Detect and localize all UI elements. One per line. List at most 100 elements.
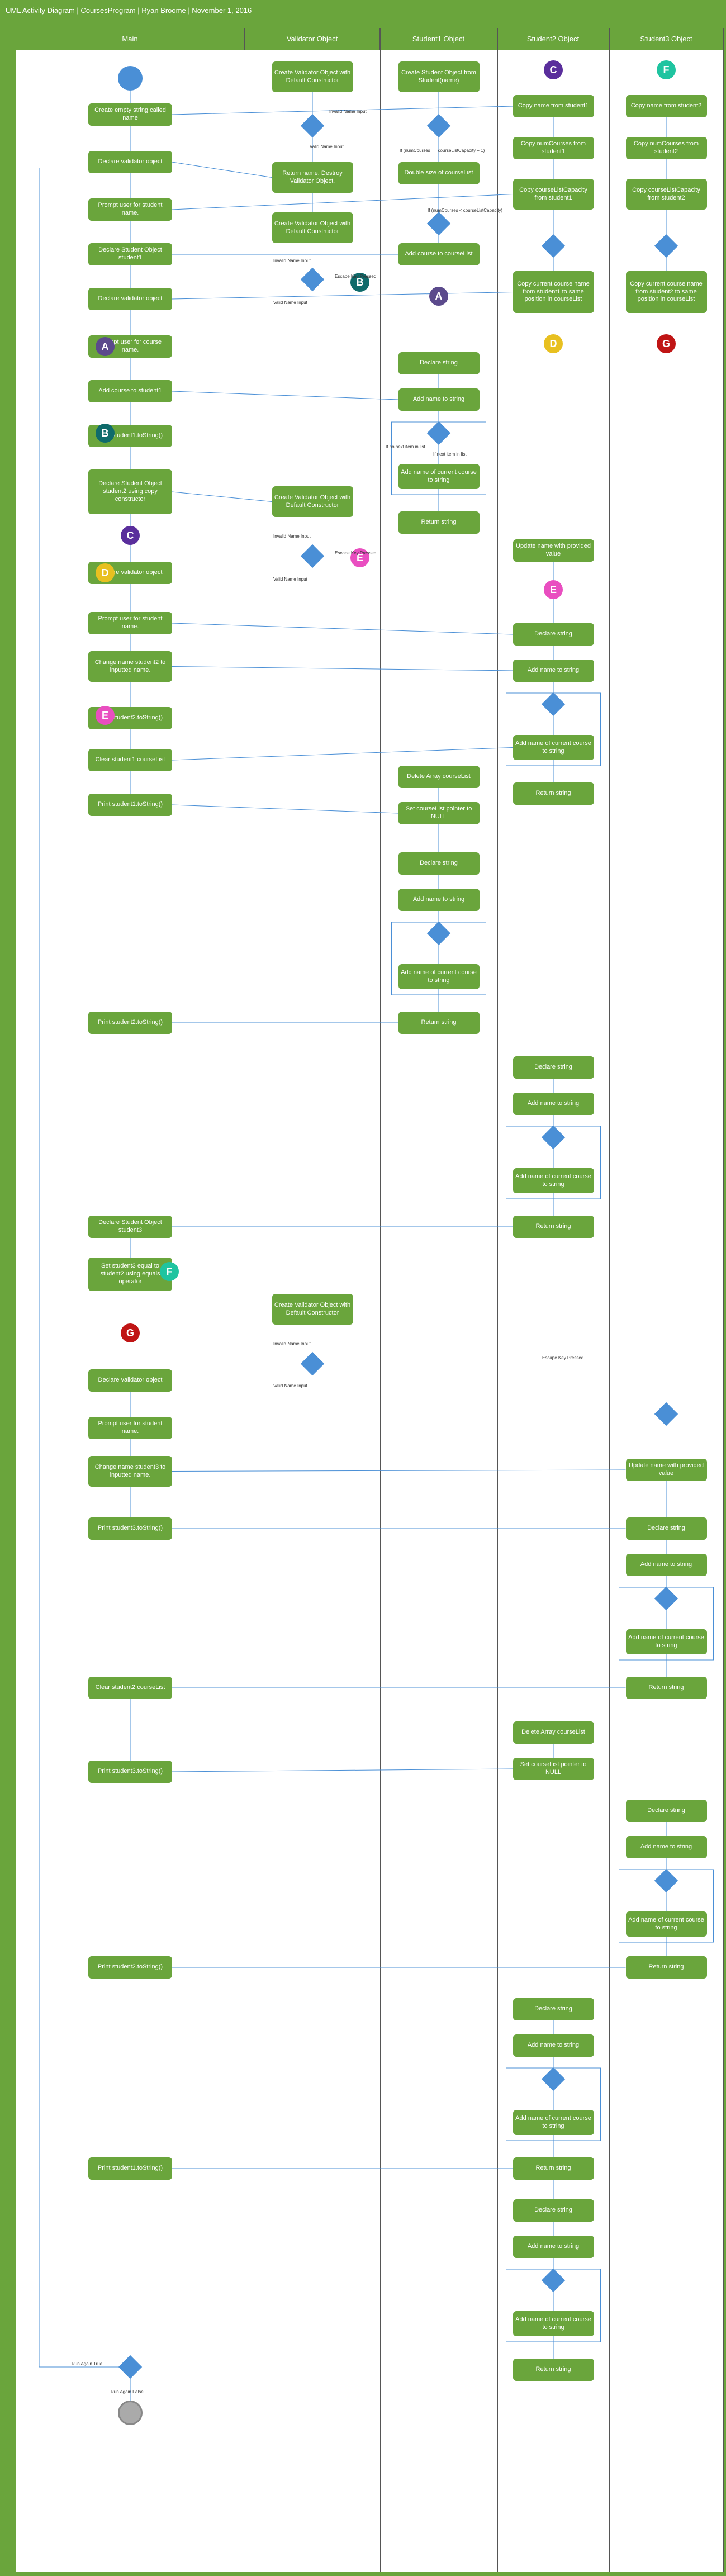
edge-label: Run Again False xyxy=(111,2389,144,2394)
activity-node: Add name to string xyxy=(625,1836,707,1858)
activity-node: Return string xyxy=(625,1677,707,1699)
activity-node: Declare validator object xyxy=(88,1369,172,1392)
activity-node: Set courseList pointer to NULL xyxy=(398,802,480,824)
activity-node: Copy current course name from student1 t… xyxy=(513,271,594,313)
lane-header-main: Main xyxy=(16,28,245,50)
activity-node: Print student2.toString() xyxy=(88,1956,172,1979)
flow-arrow xyxy=(172,162,272,178)
activity-node: Add name of current course to string xyxy=(398,964,480,989)
lane-divider xyxy=(497,28,498,2572)
activity-node: Declare validator object xyxy=(88,151,172,173)
edge-label: Valid Name Input xyxy=(273,577,307,582)
activity-node: Add name to string xyxy=(513,1093,594,1115)
diagram-title: UML Activity Diagram | CoursesProgram | … xyxy=(0,0,726,21)
activity-node: Print student3.toString() xyxy=(88,1517,172,1540)
activity-node: Print student1.toString() xyxy=(88,2157,172,2180)
activity-node: Declare Student Object student1 xyxy=(88,243,172,265)
edge-label: If no next item in list xyxy=(386,444,425,449)
activity-node: Create Validator Object with Default Con… xyxy=(272,486,353,517)
activity-node: Delete Array courseList xyxy=(398,766,480,788)
activity-node: Return string xyxy=(625,1956,707,1979)
activity-node: Return string xyxy=(513,782,594,805)
connector-e-icon: E xyxy=(96,706,115,725)
activity-node: Copy name from student2 xyxy=(625,95,707,117)
activity-node: Change name student2 to inputted name. xyxy=(88,651,172,682)
activity-node: Return name. Destroy Validator Object. xyxy=(272,162,353,193)
connector-f-icon: F xyxy=(160,1262,179,1281)
activity-node: Add name of current course to string xyxy=(513,735,594,760)
flow-arrow xyxy=(172,391,398,400)
activity-node: Add name to string xyxy=(625,1554,707,1576)
connector-a-icon: A xyxy=(429,287,448,306)
connector-g-icon: G xyxy=(121,1323,140,1342)
activity-node: Add name of current course to string xyxy=(625,1629,707,1654)
activity-node: Set courseList pointer to NULL xyxy=(513,1758,594,1780)
activity-node: Copy numCourses from student1 xyxy=(513,137,594,159)
activity-node: Print student3.toString() xyxy=(88,1761,172,1783)
activity-node: Create Validator Object with Default Con… xyxy=(272,212,353,243)
connector-b-icon: B xyxy=(350,273,369,292)
edge-label: Escape Key Pressed xyxy=(335,274,377,279)
flow-arrow xyxy=(172,1768,513,1772)
flow-arrow xyxy=(172,666,513,671)
swimlane-area xyxy=(16,28,724,2572)
edge-label: Invalid Name Input xyxy=(273,1341,311,1346)
activity-node: Return string xyxy=(513,2157,594,2180)
activity-node: Return string xyxy=(513,1216,594,1238)
activity-node: Update name with provided value xyxy=(513,539,594,562)
activity-node: Copy courseListCapacity from student2 xyxy=(625,179,707,210)
activity-node: Declare validator object xyxy=(88,288,172,310)
activity-node: Declare string xyxy=(398,852,480,875)
activity-node: Create Student Object from Student(name) xyxy=(398,61,480,92)
activity-node: Declare string xyxy=(625,1800,707,1822)
connector-d-icon: D xyxy=(544,334,563,353)
connector-b-icon: B xyxy=(96,424,115,443)
activity-node: Set student3 equal to student2 using equ… xyxy=(88,1258,172,1291)
activity-node: Prompt user for student name. xyxy=(88,1417,172,1439)
activity-node: Add name to string xyxy=(398,889,480,911)
flow-arrow xyxy=(172,623,513,635)
start-node xyxy=(118,66,143,91)
edge-label: Valid Name Input xyxy=(273,1383,307,1388)
activity-node: Declare Student Object student2 using co… xyxy=(88,469,172,514)
activity-node: Add name to string xyxy=(513,2236,594,2258)
edge-label: Escape Key Pressed xyxy=(542,1355,584,1360)
activity-node: Declare Student Object student3 xyxy=(88,1216,172,1238)
activity-node: Delete Array courseList xyxy=(513,1721,594,1744)
lane-header-student3: Student3 Object xyxy=(609,28,724,50)
activity-node: Prompt user for student name. xyxy=(88,612,172,634)
activity-node: Copy numCourses from student2 xyxy=(625,137,707,159)
lane-header-validator: Validator Object xyxy=(245,28,380,50)
activity-node: Add name of current course to string xyxy=(513,1168,594,1193)
lane-header-student1: Student1 Object xyxy=(380,28,497,50)
edge-label: Invalid Name Input xyxy=(329,109,367,114)
activity-node: Declare string xyxy=(625,1517,707,1540)
activity-node: Declare string xyxy=(513,623,594,646)
activity-node: Print student1.toString() xyxy=(88,794,172,816)
end-node xyxy=(118,2401,143,2425)
connector-a-icon: A xyxy=(96,337,115,356)
activity-node: Create empty string called name xyxy=(88,103,172,126)
activity-node: Create Validator Object with Default Con… xyxy=(272,1294,353,1325)
connector-f-icon: F xyxy=(657,60,676,79)
connector-e-icon: E xyxy=(350,548,369,567)
connector-c-icon: C xyxy=(544,60,563,79)
activity-node: Return string xyxy=(398,511,480,534)
activity-node: Add name of current course to string xyxy=(625,1911,707,1937)
lane-header-student2: Student2 Object xyxy=(497,28,609,50)
edge-label: Run Again True xyxy=(72,2361,103,2366)
flow-arrow xyxy=(172,194,513,210)
activity-node: Clear student1 courseList xyxy=(88,749,172,771)
activity-node: Return string xyxy=(513,2359,594,2381)
edge-label: Valid Name Input xyxy=(310,144,344,149)
edge-label: Escape Key Pressed xyxy=(335,551,377,556)
flow-arrow xyxy=(172,491,272,502)
activity-node: Change name student3 to inputted name. xyxy=(88,1456,172,1487)
activity-node: Add course to courseList xyxy=(398,243,480,265)
edge-label: If (numCourses < courseListCapacity) xyxy=(428,208,503,213)
activity-node: Prompt user for student name. xyxy=(88,198,172,221)
connector-e-icon: E xyxy=(544,580,563,599)
activity-node: Add course to student1 xyxy=(88,380,172,402)
activity-node: Add name of current course to string xyxy=(398,464,480,489)
flow-arrow xyxy=(172,106,513,115)
